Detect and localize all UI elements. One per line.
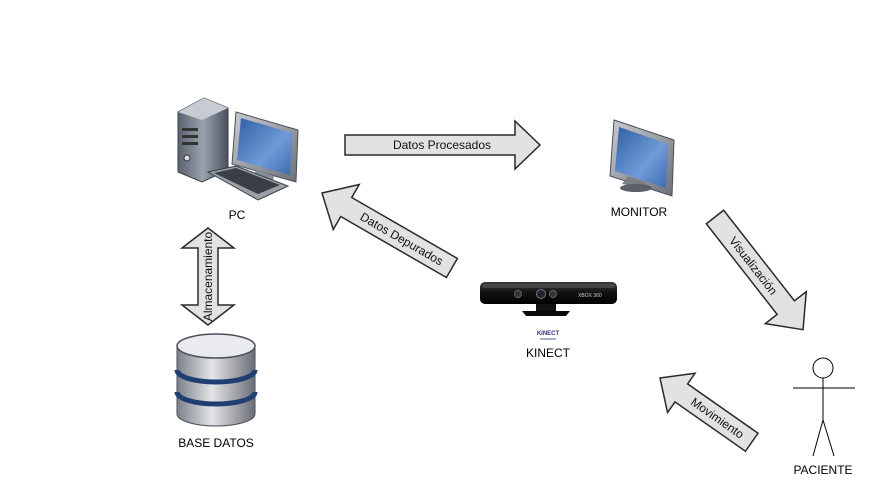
kinect-logo: KINECT xyxy=(537,331,560,337)
arrow-label-visualizacion: Visualización xyxy=(726,234,780,298)
patient-icon xyxy=(793,357,855,457)
monitor-icon xyxy=(609,119,675,197)
pc-icon xyxy=(177,97,299,201)
arrow-label-almacenamiento: Almacenamiento xyxy=(201,231,215,321)
arrow-visualizacion: Visualización xyxy=(705,209,808,331)
kinect-brand-text: XBOX 360 xyxy=(578,293,602,299)
arrow-label-movimiento: Movimiento xyxy=(688,395,747,442)
kinect-icon: XBOX 360 KINECT xyxy=(480,282,617,340)
arrow-datos-procesados: Datos Procesados xyxy=(344,119,542,171)
kinect-label: KINECT xyxy=(526,346,571,360)
arrow-almacenamiento: Almacenamiento xyxy=(179,227,237,326)
arrow-movimiento: Movimiento xyxy=(659,372,760,453)
database-icon xyxy=(174,333,258,427)
database-label: BASE DATOS xyxy=(178,436,254,450)
pc-label: PC xyxy=(229,208,246,222)
arrow-datos-depurados: Datos Depurados xyxy=(321,183,459,279)
arrow-label-datos-procesados: Datos Procesados xyxy=(393,138,491,152)
monitor-label: MONITOR xyxy=(611,205,668,219)
patient-label: PACIENTE xyxy=(793,463,852,477)
arrow-label-datos-depurados: Datos Depurados xyxy=(358,210,446,269)
